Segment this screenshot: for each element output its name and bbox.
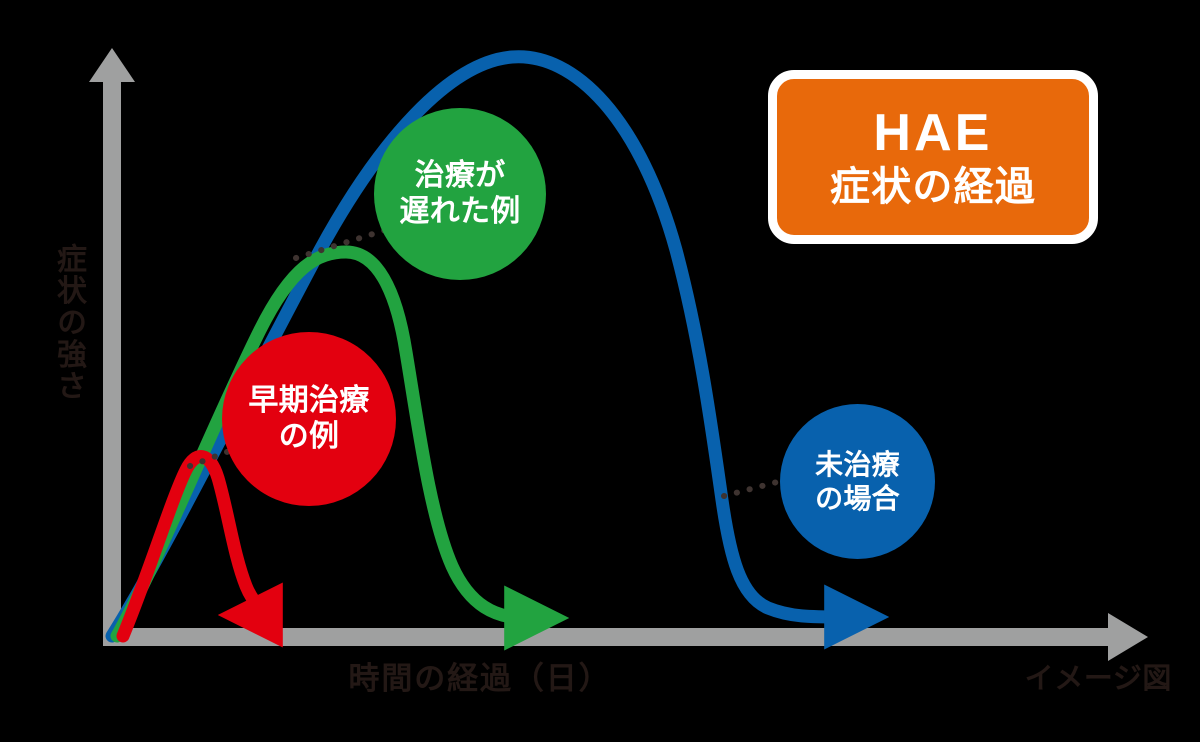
callout-delayed-line2: 遅れた例 <box>399 195 521 228</box>
callout-untreated: 未治療 の場合 <box>780 404 935 559</box>
callout-untreated-line1: 未治療 <box>815 448 900 480</box>
title-badge-sub-text: 症状の経過 <box>830 164 1036 209</box>
callout-untreated-line2: の場合 <box>815 482 900 514</box>
series-line-early <box>116 450 283 648</box>
x-axis-arrow <box>103 613 1148 661</box>
x-axis-label: 時間の経過（日） <box>348 661 612 696</box>
callout-early-line1: 早期治療 <box>248 384 370 417</box>
callout-early-treatment: 早期治療 の例 <box>222 332 396 506</box>
axis-group <box>89 48 1148 661</box>
title-badge: HAE 症状の経過 <box>768 70 1098 244</box>
callout-delayed-treatment: 治療が 遅れた例 <box>374 108 546 280</box>
title-badge-main-text: HAE <box>873 103 993 162</box>
y-axis-label: 症状の強さ <box>52 243 85 402</box>
callout-early-line2: の例 <box>278 420 340 453</box>
callout-delayed-line1: 治療が <box>414 159 506 192</box>
y-axis-arrow <box>89 48 135 637</box>
image-note-label: イメージ図 <box>1024 663 1172 695</box>
series-line-delayed <box>110 245 570 651</box>
leader-line-delayed <box>293 225 395 261</box>
leader-line-early <box>187 447 235 469</box>
